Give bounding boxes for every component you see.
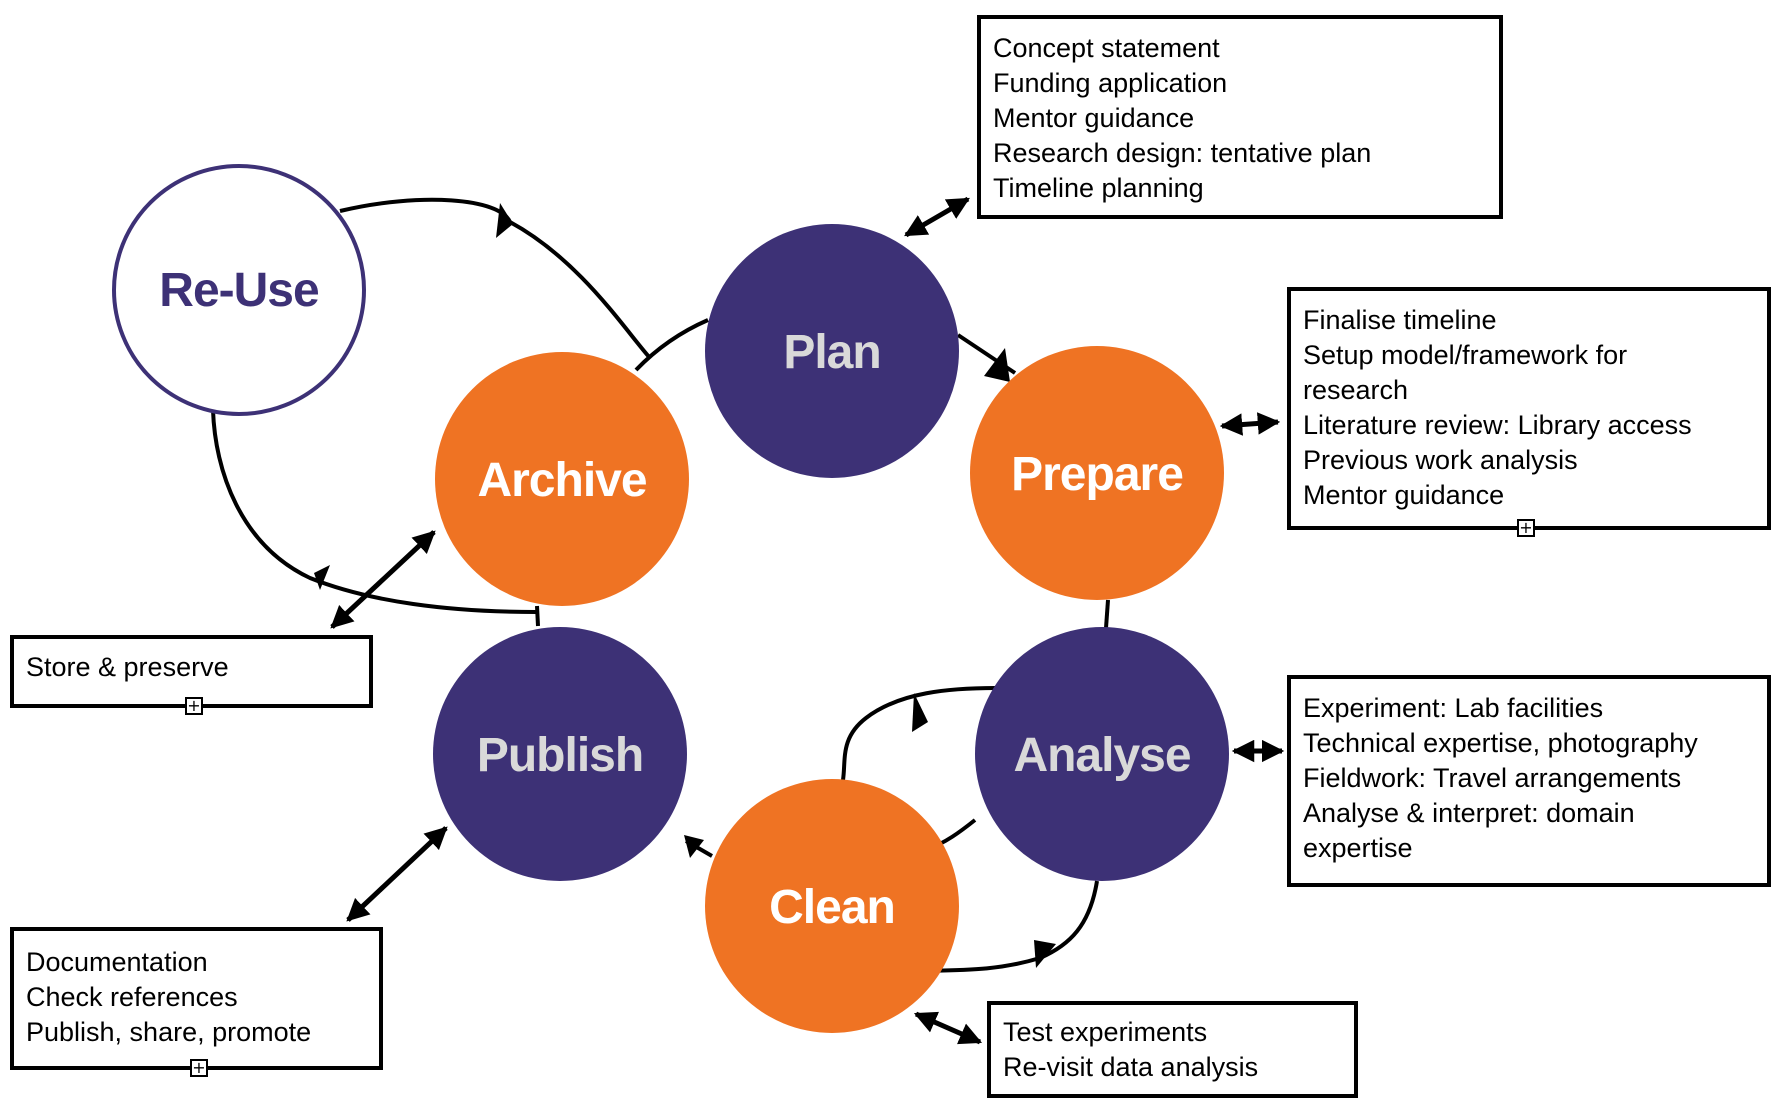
node-publish: Publish	[433, 627, 687, 881]
edge-reuse-to-archive-arc	[339, 197, 512, 224]
archive-detail-1: Store & preserve	[26, 652, 229, 682]
publish-details-box: Documentation Check references Publish, …	[10, 927, 383, 1077]
plan-details-box: Concept statement Funding application Me…	[977, 15, 1503, 219]
analyse-details-box: Experiment: Lab facilities Technical exp…	[1287, 675, 1771, 887]
analyse-detail-4: Analyse & interpret: domain	[1303, 798, 1635, 828]
arrowhead-plan-prepare	[984, 348, 1010, 382]
node-reuse: Re-Use	[112, 164, 366, 416]
prepare-detail-6: Mentor guidance	[1303, 480, 1505, 510]
node-clean-label: Clean	[769, 881, 895, 934]
plan-detail-2: Funding application	[993, 68, 1228, 98]
node-publish-label: Publish	[477, 729, 643, 782]
expand-icon[interactable]: +	[185, 697, 203, 715]
link-plan-box	[904, 196, 970, 238]
publish-detail-2: Check references	[26, 982, 238, 1012]
arrowhead-analyse-clean-lower	[1034, 940, 1056, 968]
node-analyse-label: Analyse	[1013, 729, 1190, 782]
node-archive-label: Archive	[477, 454, 646, 507]
analyse-detail-1: Experiment: Lab facilities	[1303, 693, 1604, 723]
publish-detail-3: Publish, share, promote	[26, 1017, 312, 1047]
plan-detail-1: Concept statement	[993, 33, 1220, 63]
plan-detail-3: Mentor guidance	[993, 103, 1195, 133]
clean-detail-1: Test experiments	[1003, 1017, 1208, 1047]
plan-detail-5: Timeline planning	[993, 173, 1204, 203]
archive-details-box: Store & preserve +	[10, 635, 373, 715]
node-reuse-label: Re-Use	[159, 264, 319, 317]
arrowhead-clean-publish	[684, 835, 704, 858]
edge-analyse-clean-upper	[841, 686, 997, 781]
plan-detail-4: Research design: tentative plan	[993, 138, 1372, 168]
analyse-detail-2: Technical expertise, photography	[1303, 728, 1698, 758]
arrowhead-analyse-clean-upper	[912, 693, 928, 732]
link-clean-box	[913, 1011, 983, 1045]
clean-detail-2: Re-visit data analysis	[1003, 1052, 1259, 1082]
node-archive: Archive	[435, 352, 689, 606]
clean-details-box: Test experiments Re-visit data analysis	[987, 1001, 1358, 1098]
edge-publish-to-reuse-arc	[211, 409, 537, 614]
arrowhead-reuse-plan	[496, 203, 513, 238]
node-prepare: Prepare	[970, 346, 1224, 600]
prepare-details-box: Finalise timeline Setup model/framework …	[1287, 287, 1771, 537]
expand-icon[interactable]: +	[1517, 519, 1535, 537]
prepare-detail-2: Setup model/framework for	[1303, 340, 1628, 370]
node-plan: Plan	[705, 224, 959, 478]
edge-archive-to-plan	[634, 318, 709, 372]
link-prepare-box	[1219, 412, 1281, 436]
prepare-detail-3: research	[1303, 375, 1409, 405]
edge-prepare-to-analyse	[1104, 599, 1110, 629]
node-analyse: Analyse	[975, 627, 1229, 881]
publish-detail-1: Documentation	[26, 947, 208, 977]
prepare-detail-5: Previous work analysis	[1303, 445, 1578, 475]
node-prepare-label: Prepare	[1011, 448, 1183, 501]
analyse-detail-5: expertise	[1303, 833, 1413, 863]
node-plan-label: Plan	[783, 326, 880, 379]
prepare-detail-1: Finalise timeline	[1303, 305, 1497, 335]
node-clean: Clean	[705, 779, 959, 1033]
link-publish-box	[346, 826, 448, 922]
arrowhead-publish-reuse	[314, 565, 330, 590]
expand-icon[interactable]: +	[190, 1059, 208, 1077]
edge-reuse-arc-continued	[509, 220, 652, 360]
prepare-detail-4: Literature review: Library access	[1303, 410, 1692, 440]
analyse-detail-3: Fieldwork: Travel arrangements	[1303, 763, 1682, 793]
edge-publish-archive	[535, 605, 540, 627]
link-archive-box	[330, 530, 436, 629]
